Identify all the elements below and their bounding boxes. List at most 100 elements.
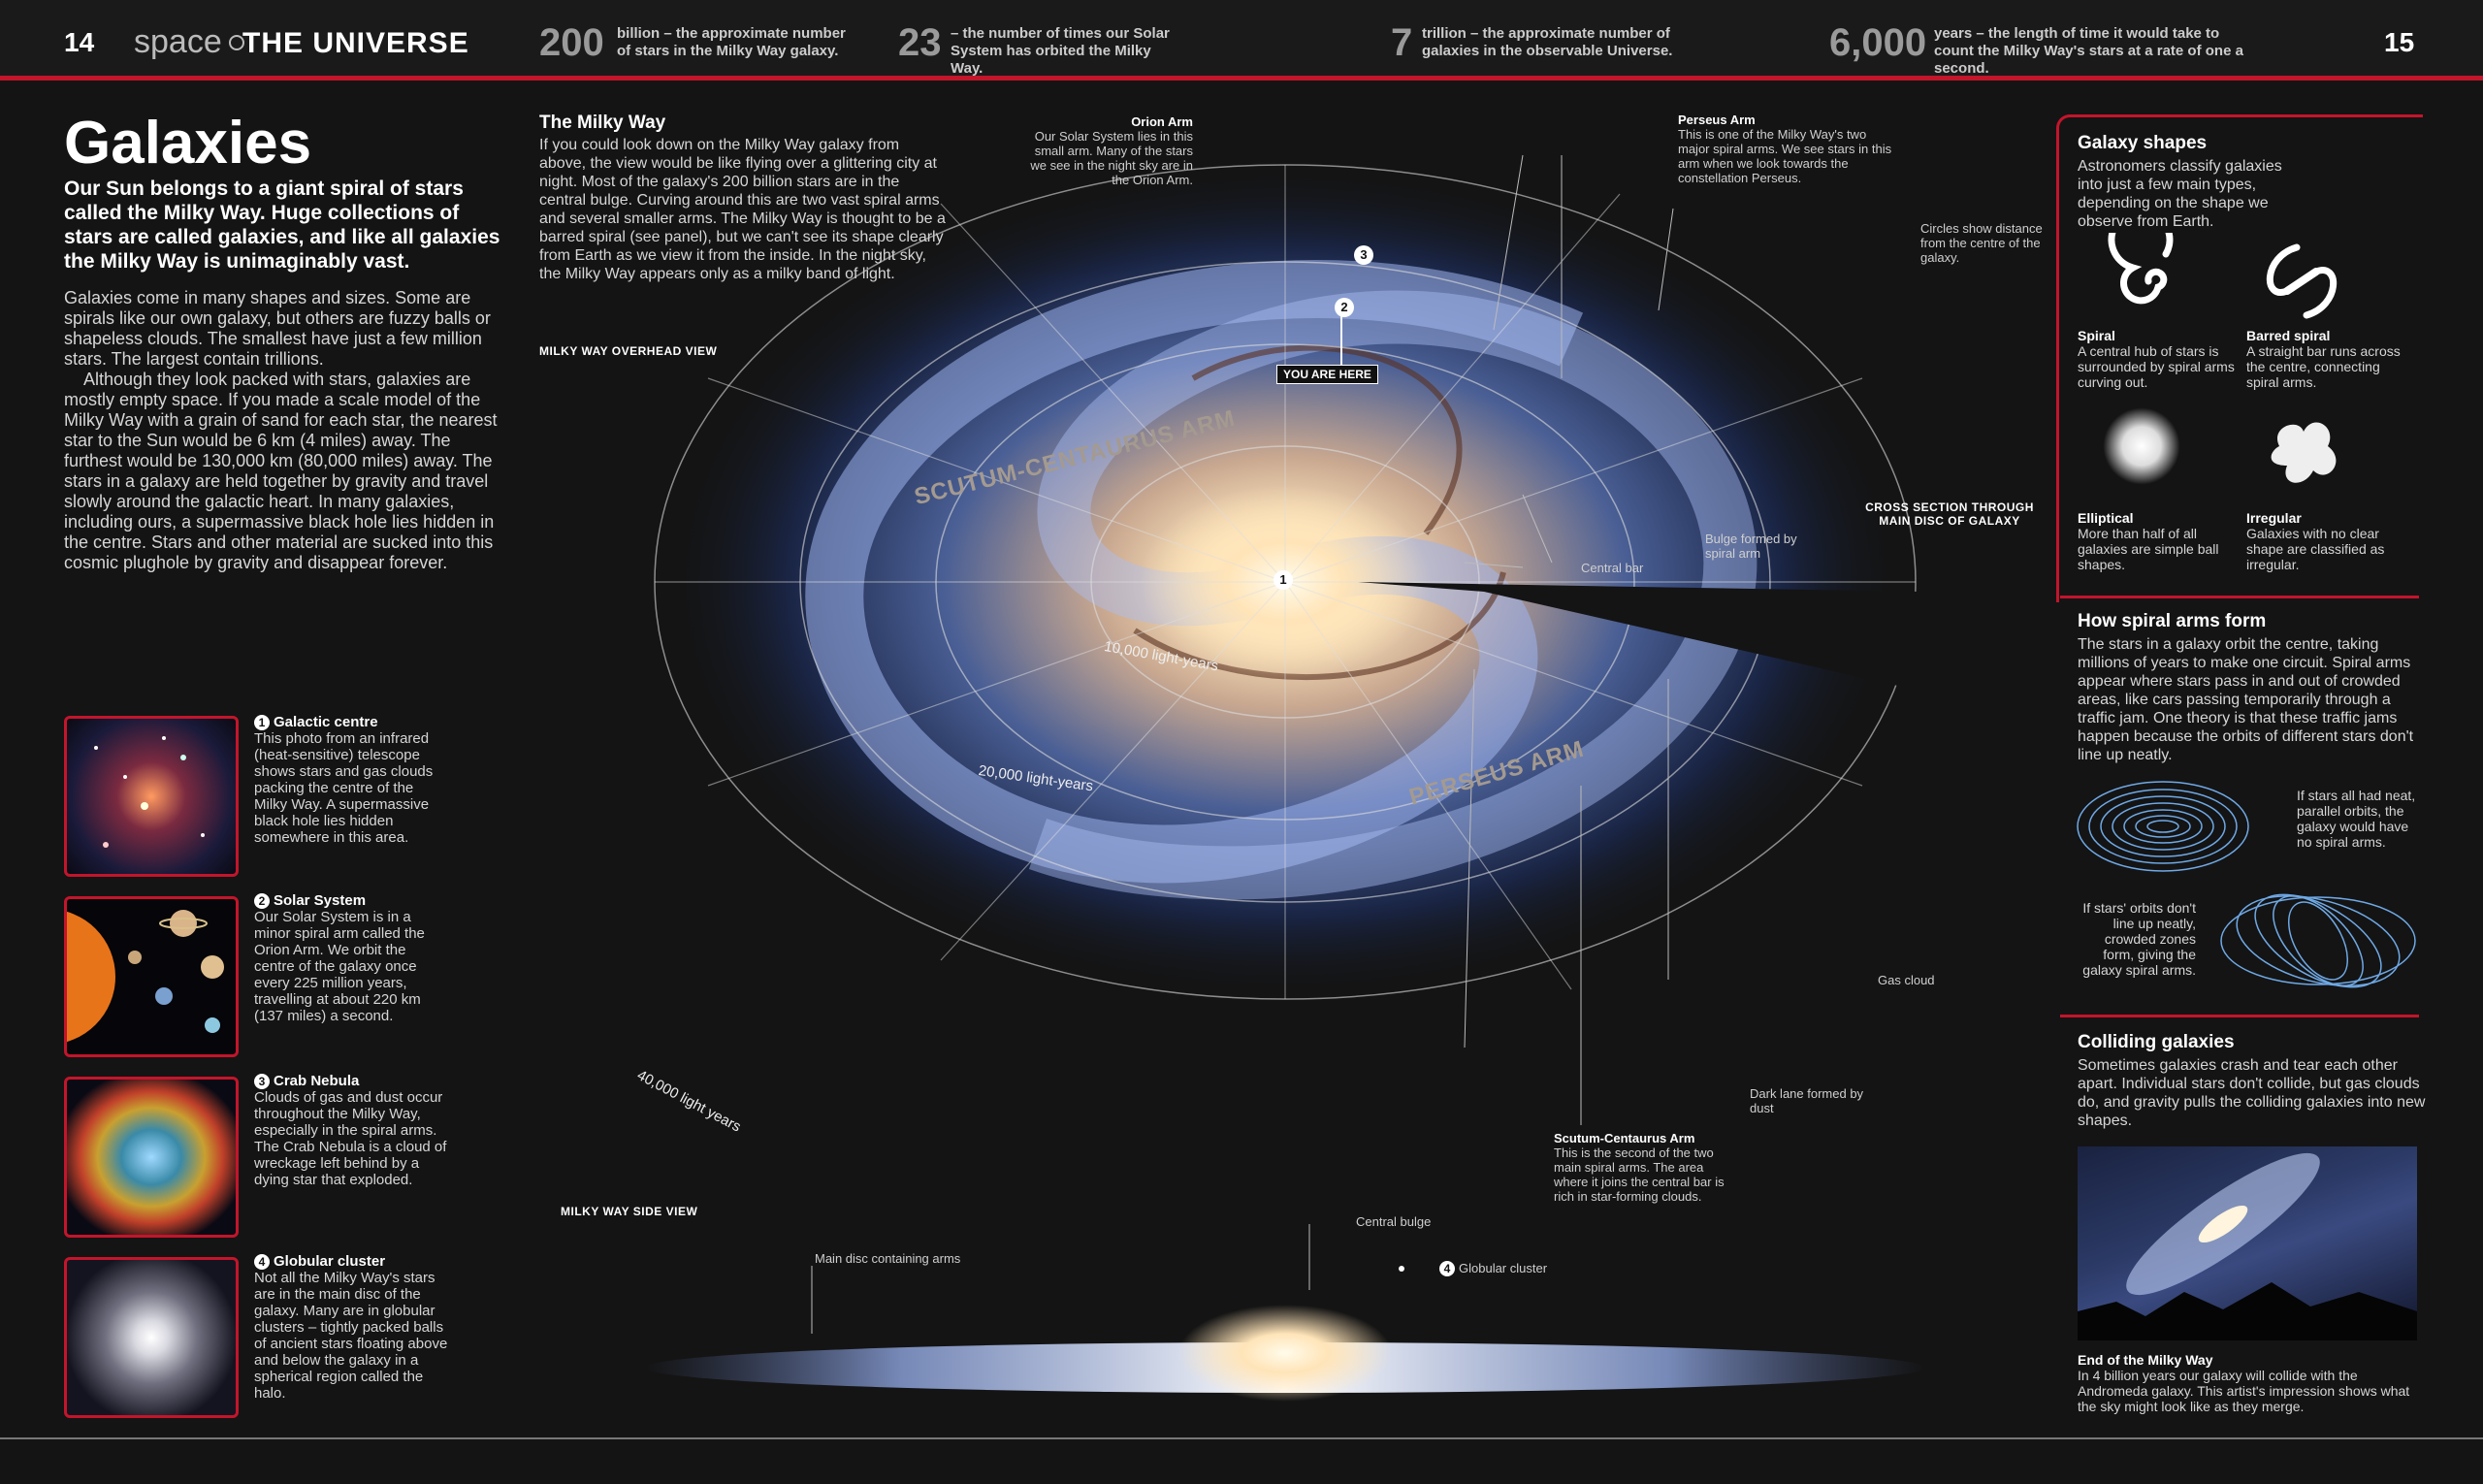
elliptical-text: More than half of all galaxies are simpl… bbox=[2078, 526, 2219, 572]
stat-number: 6,000 bbox=[1829, 21, 1927, 64]
spiral-galaxy-icon bbox=[2108, 233, 2174, 305]
galaxy-shapes-heading: Galaxy shapes bbox=[2078, 133, 2208, 153]
section-divider bbox=[2060, 596, 2419, 598]
circles-note: Circles show distance from the centre of… bbox=[1920, 221, 2043, 265]
globular-cluster-photo bbox=[64, 1257, 239, 1418]
radial-lines bbox=[655, 165, 1916, 999]
body-paragraph: Galaxies come in many shapes and sizes. … bbox=[64, 288, 491, 369]
side-view-label: MILKY WAY SIDE VIEW bbox=[561, 1205, 698, 1218]
gas-cloud-label: Gas cloud bbox=[1878, 973, 1935, 987]
dust-lane bbox=[1191, 344, 1463, 535]
caption-title: Globular cluster bbox=[274, 1253, 386, 1270]
caption-text: Clouds of gas and dust occur throughout … bbox=[254, 1089, 447, 1188]
caption-title: Solar System bbox=[274, 892, 367, 909]
number-badge: 2 bbox=[254, 893, 270, 909]
stat-number: 200 bbox=[539, 21, 604, 64]
number-badge: 1 bbox=[254, 715, 270, 730]
irregular-title: Irregular bbox=[2246, 510, 2302, 526]
scutum-title: Scutum-Centaurus Arm bbox=[1554, 1131, 1695, 1145]
galaxy-shapes-text: Astronomers classify galaxies into just … bbox=[2078, 158, 2282, 230]
side-view-bulge bbox=[1178, 1305, 1392, 1402]
orbit-diagram bbox=[2077, 781, 2416, 988]
perseus-arm-annotation: Perseus Arm This is one of the Milky Way… bbox=[1678, 113, 1901, 185]
barred-title: Barred spiral bbox=[2246, 328, 2331, 343]
intro-text: Our Sun belongs to a giant spiral of sta… bbox=[64, 177, 500, 273]
orbit-note-crowded: If stars' orbits don't line up neatly, c… bbox=[2082, 900, 2196, 978]
caption-text: This photo from an infrared (heat-sensit… bbox=[254, 730, 434, 846]
elliptical-galaxy-icon bbox=[2103, 407, 2180, 485]
spiral-text: A central hub of stars is surrounded by … bbox=[2078, 343, 2235, 390]
page-title: Galaxies bbox=[64, 110, 312, 177]
you-are-here-label: YOU ARE HERE bbox=[1276, 365, 1378, 384]
globular-cluster-label: 4 Globular cluster bbox=[1439, 1261, 1547, 1276]
caption-title: Galactic centre bbox=[274, 714, 378, 730]
dust-lane bbox=[1133, 571, 1506, 680]
stat-number: 23 bbox=[898, 21, 942, 64]
side-panel-frame bbox=[2056, 114, 2423, 602]
central-bulge-label: Central bulge bbox=[1356, 1214, 1432, 1229]
spiral-arms-text: The stars in a galaxy orbit the centre, … bbox=[2078, 636, 2414, 763]
perseus-arm-text: This is one of the Milky Way's two major… bbox=[1678, 127, 1892, 185]
marker-solar-system: 2 bbox=[1335, 298, 1354, 317]
bottom-rule bbox=[0, 1437, 2483, 1439]
number-badge: 4 bbox=[1439, 1261, 1455, 1276]
irregular-text: Galaxies with no clear shape are classif… bbox=[2246, 526, 2385, 572]
body-paragraph: Although they look packed with stars, ga… bbox=[64, 370, 498, 572]
parallel-orbits bbox=[2077, 781, 2249, 872]
perseus-arm-title: Perseus Arm bbox=[1678, 113, 1756, 127]
night-sky-icon bbox=[2078, 1152, 2417, 1340]
caption-galactic-centre: 1 Galactic centre This photo from an infr… bbox=[254, 714, 448, 846]
milky-way-text: If you could look down on the Milky Way … bbox=[539, 137, 946, 282]
marker-galactic-centre: 1 bbox=[1274, 570, 1293, 590]
spiral-arms-heading: How spiral arms form bbox=[2078, 611, 2267, 631]
stat-label: trillion – the approximate number of gal… bbox=[1422, 25, 1673, 59]
cross-section-label: CROSS SECTION THROUGH MAIN DISC OF GALAX… bbox=[1865, 500, 2034, 528]
solar-system-photo bbox=[64, 896, 239, 1057]
scutum-annotation: Scutum-Centaurus Arm This is the second … bbox=[1554, 1131, 1738, 1204]
page-header bbox=[0, 0, 2483, 76]
number-badge: 4 bbox=[254, 1254, 270, 1270]
marker-crab-nebula: 3 bbox=[1354, 245, 1373, 265]
irregular-galaxy-icon bbox=[2271, 422, 2337, 483]
section-divider bbox=[2060, 1015, 2419, 1017]
elliptical-title: Elliptical bbox=[2078, 510, 2134, 526]
galactic-centre-photo bbox=[64, 716, 239, 877]
page-number-left: 14 bbox=[64, 27, 95, 57]
stat-label: years – the length of time it would take… bbox=[1934, 25, 2243, 77]
spiral-arm bbox=[1028, 290, 1757, 900]
page-number-right: 15 bbox=[2384, 27, 2415, 57]
body-text: Galaxies come in many shapes and sizes. … bbox=[64, 288, 510, 573]
dark-lane-label: Dark lane formed by dust bbox=[1750, 1086, 1864, 1115]
scutum-text: This is the second of the two main spira… bbox=[1554, 1145, 1725, 1204]
chapter-title: THE UNIVERSE bbox=[242, 27, 469, 59]
colliding-heading: Colliding galaxies bbox=[2078, 1032, 2235, 1052]
central-bar-label: Central bar bbox=[1581, 561, 1644, 575]
andromeda-collision-image bbox=[2078, 1146, 2417, 1340]
circle-bullet-icon bbox=[229, 35, 244, 50]
leader-lines bbox=[811, 154, 1674, 1334]
milky-way-heading: The Milky Way bbox=[539, 113, 666, 133]
section-label: space bbox=[134, 23, 222, 60]
globular-cluster-text: Globular cluster bbox=[1459, 1261, 1548, 1275]
crab-nebula-photo bbox=[64, 1077, 239, 1238]
overhead-view-label: MILKY WAY OVERHEAD VIEW bbox=[539, 344, 718, 358]
stat-number: 7 bbox=[1391, 21, 1413, 64]
stat-label: – the number of times our Solar System h… bbox=[951, 25, 1170, 77]
barred-spiral-icon bbox=[2266, 243, 2338, 319]
number-badge: 3 bbox=[254, 1074, 270, 1089]
spiral-title: Spiral bbox=[2078, 328, 2115, 343]
caption-text: Our Solar System is in a minor spiral ar… bbox=[254, 909, 425, 1024]
orion-arm-text: Our Solar System lies in this small arm.… bbox=[1030, 129, 1193, 187]
cross-section-cutout bbox=[1358, 582, 1920, 689]
milky-way-illustration bbox=[645, 154, 1925, 1402]
globular-cluster-dot bbox=[1399, 1266, 1404, 1272]
starfield-icon bbox=[94, 736, 205, 848]
planets-icon bbox=[67, 910, 224, 1043]
